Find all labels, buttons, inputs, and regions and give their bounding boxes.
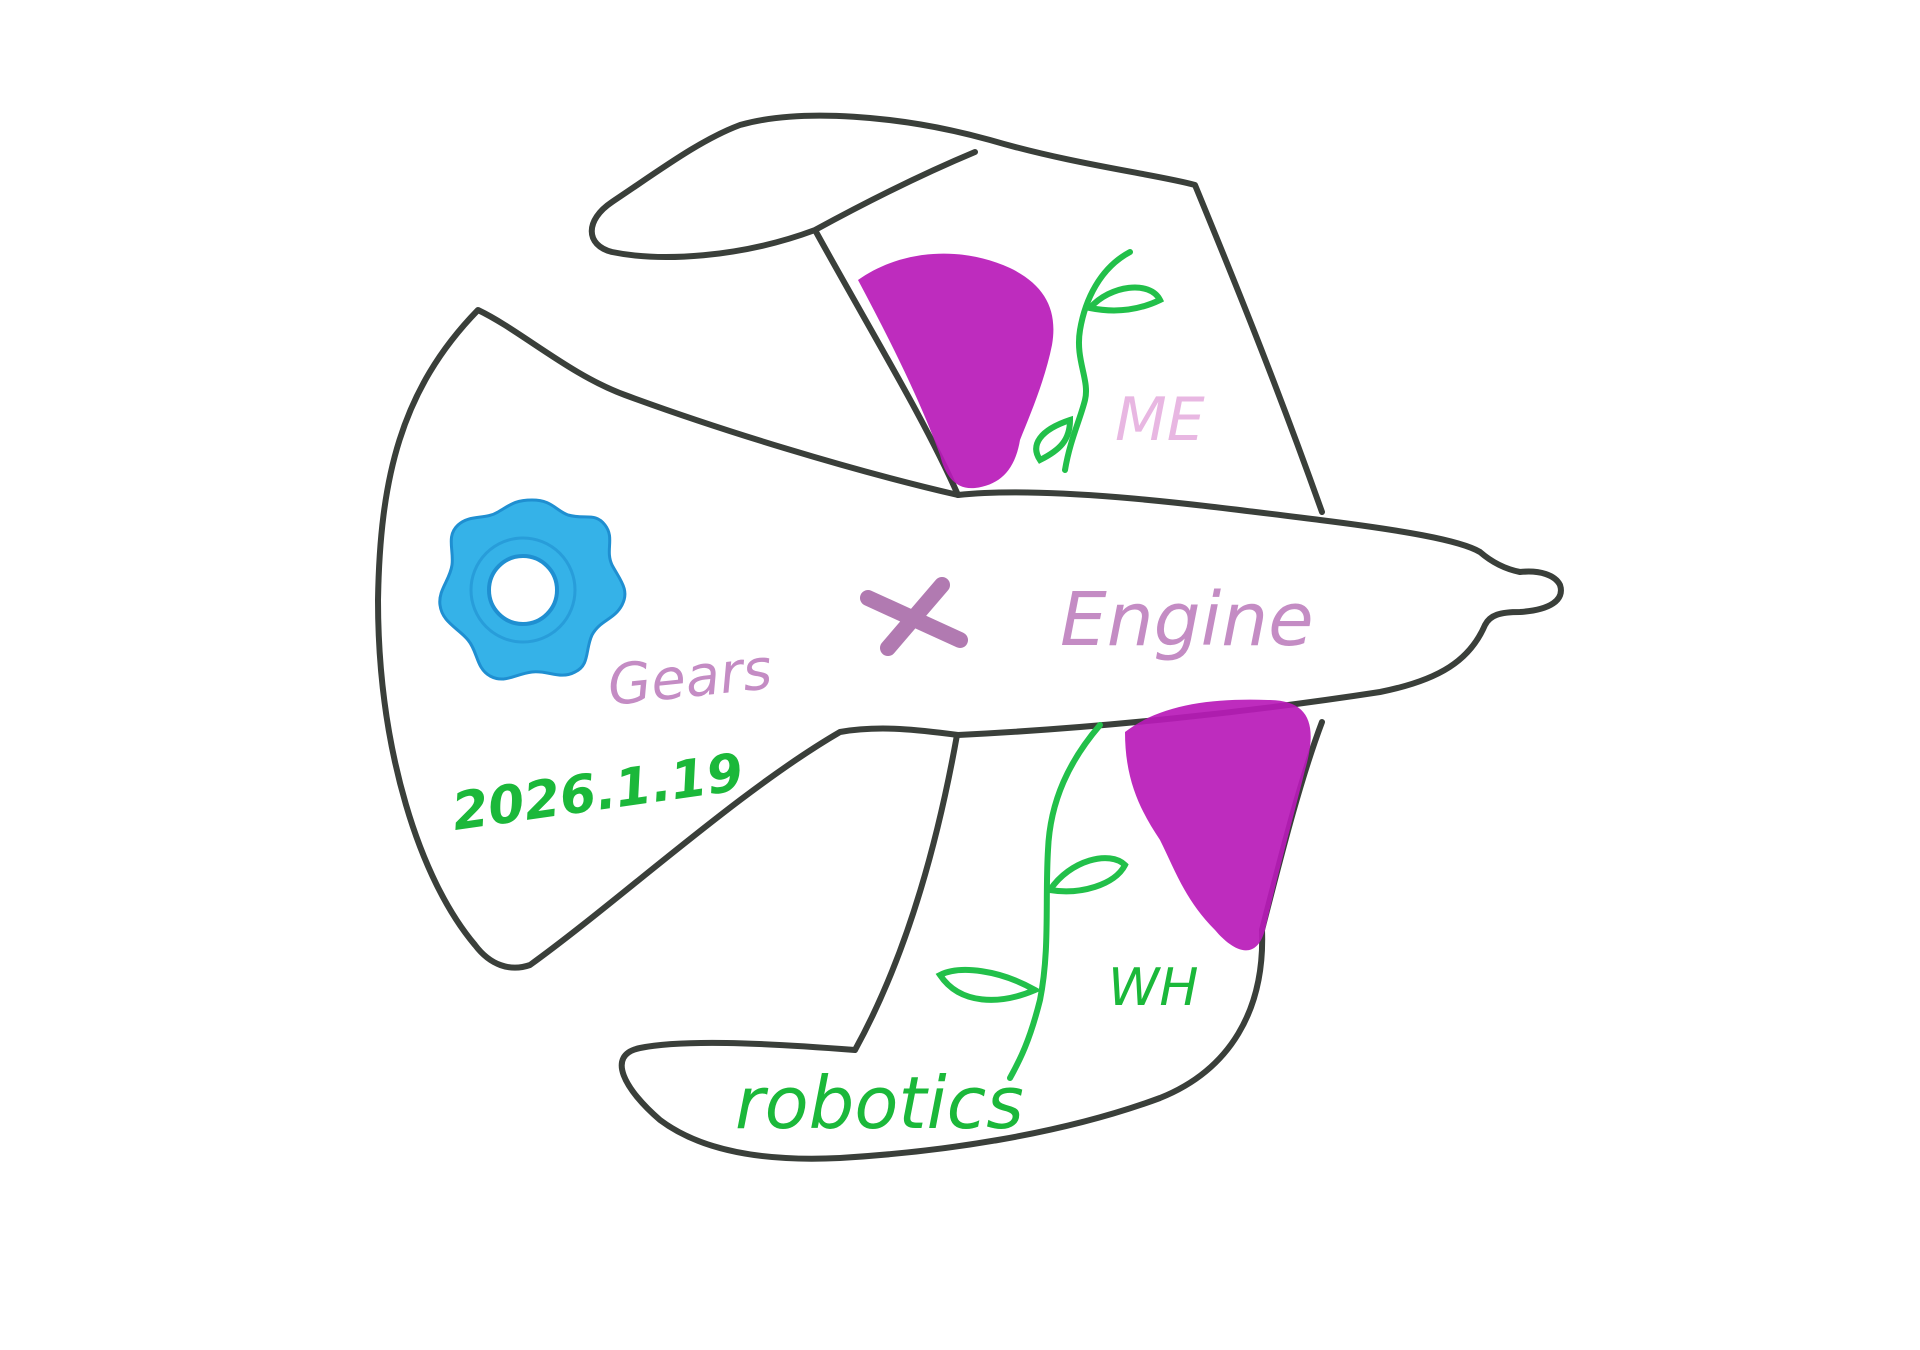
lower-magenta-blob [1125, 699, 1311, 951]
me-label: ME [1115, 385, 1205, 455]
lower-sprout-icon [935, 722, 1129, 1081]
fuselage-outline [955, 489, 1564, 738]
upper-sprout-stem [1062, 249, 1133, 473]
lower-sprout-stem [1007, 722, 1103, 1081]
upper-sprout-leaf [1084, 284, 1165, 314]
lower-sprout-leaf [1044, 855, 1129, 895]
wh-label: WH [1108, 958, 1199, 1018]
gear-icon [438, 498, 627, 681]
lower-wing-outline [618, 719, 1325, 1162]
lower-sprout-leaf-2 [935, 967, 1042, 1003]
upper-sprout-leaf-2 [1033, 415, 1074, 464]
tail-outline [375, 307, 961, 971]
robotics-label: robotics [735, 1061, 1024, 1145]
gear-hole [487, 554, 559, 626]
upper-magenta-blob [858, 253, 1054, 489]
gears-label: Gears [605, 637, 775, 719]
engine-label: Engine [1060, 577, 1314, 663]
gear-rim [469, 536, 577, 644]
cross-icon [860, 577, 968, 656]
airplane-outline [375, 112, 1564, 1162]
upper-sprout-icon [1033, 249, 1165, 473]
cross-stroke-b [880, 577, 950, 656]
